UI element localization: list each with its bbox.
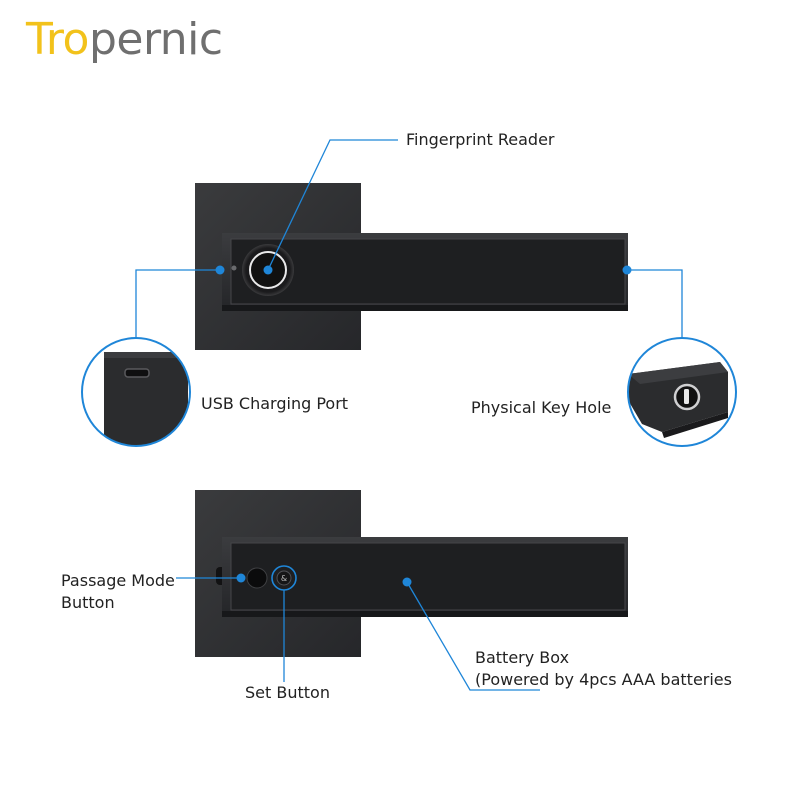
bottom-lock: & <box>195 490 628 657</box>
label-battery-box-line1: Battery Box <box>475 648 570 667</box>
set-button-icon <box>276 570 292 586</box>
top-callout-lines <box>135 139 683 338</box>
callout-dot-keyhole <box>622 265 632 275</box>
usb-port-inset <box>81 337 191 447</box>
label-physical-key-hole: Physical Key Hole <box>471 398 612 417</box>
bottom-callout-lines <box>176 565 540 691</box>
callout-dot-passage <box>236 573 246 583</box>
callout-dot-usb <box>215 265 225 275</box>
key-hole-inset <box>627 337 737 447</box>
label-usb-charging-port: USB Charging Port <box>201 394 349 413</box>
top-handle-panel <box>230 238 626 305</box>
usb-port-icon <box>124 368 150 378</box>
callout-dot-fingerprint <box>263 265 273 275</box>
svg-text:&: & <box>281 574 287 583</box>
brand-logo: Tropernic <box>26 14 223 65</box>
label-fingerprint-reader: Fingerprint Reader <box>406 130 555 149</box>
passage-mode-button-icon <box>246 567 268 589</box>
label-battery-box-line2: (Powered by 4pcs AAA batteries <box>475 670 732 689</box>
label-passage-mode-line2: Button <box>61 593 115 612</box>
label-set-button: Set Button <box>245 683 330 702</box>
indicator-led <box>231 265 237 271</box>
label-passage-mode-line1: Passage Mode <box>61 571 175 590</box>
callout-dot-battery <box>402 577 412 587</box>
top-lock <box>195 183 628 350</box>
